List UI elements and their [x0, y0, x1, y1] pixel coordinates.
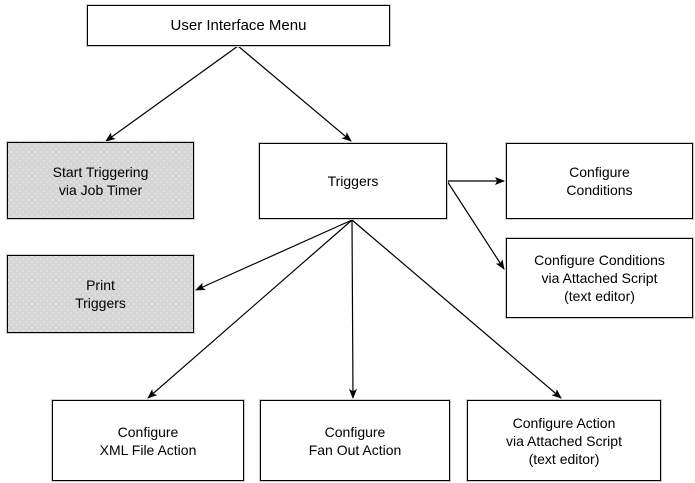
node-label-configure-action-via-attached-script: Configure Action via Attached Script (te…: [506, 414, 622, 467]
node-label-configure-fan-out-action: Configure Fan Out Action: [308, 423, 402, 458]
node-label-triggers: Triggers: [327, 173, 379, 189]
node-configure-conditions-via-attached-script[interactable]: Configure Conditions via Attached Script…: [505, 237, 694, 319]
node-configure-action-via-attached-script[interactable]: Configure Action via Attached Script (te…: [466, 399, 662, 482]
node-print-triggers[interactable]: Print Triggers: [6, 254, 195, 334]
node-start-triggering-via-job-timer[interactable]: Start Triggering via Job Timer: [6, 141, 195, 220]
node-label-user-interface-menu: User Interface Menu: [170, 16, 307, 34]
node-configure-fan-out-action[interactable]: Configure Fan Out Action: [259, 399, 451, 482]
node-triggers[interactable]: Triggers: [258, 142, 448, 220]
node-label-start-triggering-via-job-timer: Start Triggering via Job Timer: [52, 163, 149, 198]
node-user-interface-menu[interactable]: User Interface Menu: [86, 4, 391, 47]
edge-menu-to-start-triggering: [105, 45, 239, 142]
node-configure-conditions[interactable]: Configure Conditions: [505, 142, 694, 220]
node-label-print-triggers: Print Triggers: [75, 277, 126, 311]
edge-menu-to-triggers: [237, 45, 352, 142]
node-label-configure-conditions-via-attached-script: Configure Conditions via Attached Script…: [534, 252, 665, 304]
node-configure-xml-file-action[interactable]: Configure XML File Action: [51, 399, 245, 482]
edge-triggers-to-configure-conditions-script: [446, 180, 505, 270]
node-label-configure-conditions: Configure Conditions: [566, 164, 633, 198]
node-label-configure-xml-file-action: Configure XML File Action: [99, 423, 197, 458]
edge-triggers-to-print-triggers: [195, 219, 353, 291]
edge-triggers-to-fan-out-action: [348, 219, 357, 399]
